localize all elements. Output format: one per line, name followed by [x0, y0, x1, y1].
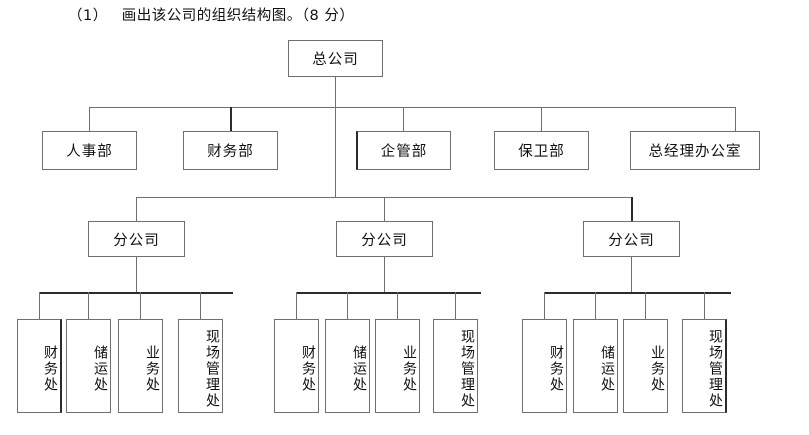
node-branch-2-unit-storage-transport: 储运处	[325, 319, 370, 413]
node-label: 业务处	[144, 344, 160, 393]
connector-drop-security	[541, 107, 542, 131]
node-label: 财务处	[42, 344, 58, 393]
node-branch-1: 分公司	[88, 221, 185, 257]
node-label: 分公司	[608, 232, 655, 249]
connector-branch-3-bus	[544, 292, 731, 294]
node-branch-1-unit-site-management: 现场管理处	[178, 319, 223, 413]
node-label: 分公司	[113, 232, 160, 249]
node-branch-3-unit-storage-transport: 储运处	[573, 319, 618, 413]
connector-branch-3-drop-2	[595, 292, 596, 319]
connector-branch-3-drop-3	[645, 292, 646, 319]
connector-branch-1-drop-1	[39, 292, 40, 319]
node-branch-1-unit-storage-transport: 储运处	[66, 319, 111, 413]
node-label: 分公司	[361, 232, 408, 249]
node-label: 财务处	[548, 344, 564, 393]
node-branch-3-unit-site-management: 现场管理处	[682, 319, 727, 413]
connector-branch-1-drop-4	[200, 292, 201, 319]
node-label: 保卫部	[518, 144, 565, 160]
connector-branch-1-stem	[136, 257, 137, 292]
question-prompt: （1） 画出该公司的组织结构图。（8 分）	[68, 4, 354, 25]
node-label: 总公司	[312, 52, 359, 68]
connector-drop-branch-2	[384, 197, 385, 221]
node-branch-1-unit-finance: 财务处	[17, 319, 62, 413]
connector-branch-3-stem	[631, 257, 632, 292]
connector-drop-hr	[89, 107, 90, 131]
node-label: 现场管理处	[204, 328, 220, 409]
node-label: 财务处	[300, 344, 316, 393]
connector-branch-1-drop-2	[88, 292, 89, 319]
connector-drop-branch-1	[136, 197, 137, 221]
node-branch-3-unit-finance: 财务处	[522, 319, 567, 413]
connector-branch-2-drop-4	[455, 292, 456, 319]
node-department-enterprise-management: 企管部	[356, 131, 451, 170]
node-label: 储运处	[92, 344, 108, 393]
node-branch-2: 分公司	[336, 221, 433, 257]
connector-branch-2-drop-2	[347, 292, 348, 319]
node-department-hr: 人事部	[42, 131, 137, 170]
node-department-finance: 财务部	[183, 131, 278, 170]
connector-branch-2-stem	[384, 257, 385, 292]
question-number: （1）	[68, 8, 108, 24]
connector-branch-2-drop-1	[296, 292, 297, 319]
node-department-security: 保卫部	[494, 131, 589, 170]
node-branch-2-unit-finance: 财务处	[274, 319, 319, 413]
node-label: 总经理办公室	[648, 144, 742, 160]
node-department-gm-office: 总经理办公室	[630, 131, 760, 170]
node-label: 储运处	[351, 344, 367, 393]
node-branch-2-unit-site-management: 现场管理处	[433, 319, 478, 413]
connector-drop-finance	[230, 107, 232, 131]
question-text: 画出该公司的组织结构图。（8 分）	[121, 8, 355, 24]
connector-drop-branch-3	[631, 197, 633, 221]
node-branch-2-unit-business: 业务处	[375, 319, 420, 413]
node-label: 财务部	[207, 144, 254, 160]
node-label: 人事部	[66, 144, 113, 160]
node-label: 企管部	[380, 144, 428, 160]
connector-branch-1-bus	[39, 292, 233, 294]
node-head-office: 总公司	[288, 40, 383, 77]
node-branch-1-unit-business: 业务处	[118, 319, 163, 413]
connector-drop-gm-office	[735, 107, 736, 131]
node-branch-3-unit-business: 业务处	[623, 319, 668, 413]
node-label: 业务处	[649, 344, 665, 393]
node-label: 储运处	[599, 344, 615, 393]
node-label: 现场管理处	[459, 328, 475, 409]
connector-branch-3-drop-4	[704, 292, 705, 319]
connector-branch-3-drop-1	[544, 292, 545, 319]
node-label: 现场管理处	[707, 328, 723, 409]
node-label: 业务处	[401, 344, 417, 393]
connector-branch-1-drop-3	[140, 292, 141, 319]
connector-branch-2-drop-3	[397, 292, 398, 319]
connector-root-stem	[335, 77, 336, 197]
connector-department-bus	[89, 107, 736, 108]
node-branch-3: 分公司	[583, 221, 680, 257]
connector-drop-enterprise	[403, 107, 404, 131]
connector-branch-2-bus	[296, 292, 481, 294]
